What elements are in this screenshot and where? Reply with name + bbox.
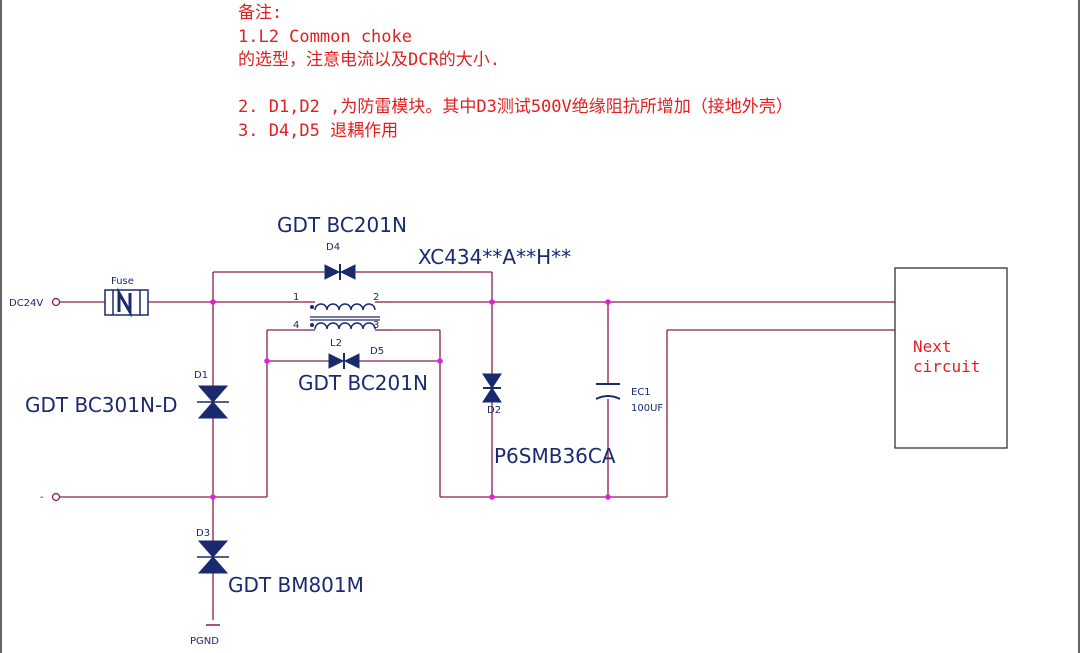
d4-part-label: GDT BC201N (277, 213, 407, 237)
wires (60, 271, 895, 620)
next-circuit-box (894, 267, 1008, 449)
d3-ref-label: D3 (196, 528, 210, 539)
model-label: XC434**A**H** (418, 245, 571, 269)
dc24v-terminal (51, 297, 61, 307)
d3-gdt-symbol (197, 540, 229, 574)
pgnd-label: PGND (190, 636, 219, 647)
note-line-1: 1.L2 Common choke (238, 27, 412, 47)
d5-part-label: GDT BC201N (298, 371, 428, 395)
note-line-4: 3. D4,D5 退耦作用 (238, 121, 398, 141)
d3-part-label: GDT BM801M (228, 573, 364, 597)
d5-gdt-symbol (328, 353, 360, 369)
d2-tvs-symbol (482, 373, 502, 403)
common-choke-l2 (305, 301, 390, 331)
l2-ref-label: L2 (330, 338, 342, 349)
notes-title: 备注: (238, 3, 282, 23)
note-line-2: 的选型，注意电流以及DCR的大小. (238, 50, 500, 70)
next-circuit-label-2: circuit (913, 357, 980, 376)
choke-pin-4: 4 (293, 320, 299, 331)
next-circuit-label-1: Next (913, 337, 952, 356)
d2-part-label: P6SMB36CA (494, 444, 616, 468)
dc24v-label: DC24V (9, 298, 43, 309)
minus-terminal (51, 492, 61, 502)
d4-ref-label: D4 (326, 242, 340, 253)
note-line-3: 2. D1,D2 ,为防雷模块。其中D3测试500V绝缘阻抗所增加（接地外壳） (238, 97, 793, 117)
d2-ref-label: D2 (487, 405, 501, 416)
ec1-ref-label: EC1 (631, 387, 651, 398)
junction-nodes (210, 299, 611, 500)
choke-pin-3: 3 (373, 320, 379, 331)
ec1-value-label: 100UF (631, 403, 663, 414)
d1-part-label: GDT BC301N-D (25, 393, 178, 417)
d5-ref-label: D5 (370, 346, 384, 357)
d1-ref-label: D1 (194, 370, 208, 381)
fuse-symbol (104, 287, 149, 318)
choke-pin-1: 1 (293, 292, 299, 303)
fuse-ref-label: Fuse (111, 276, 134, 287)
choke-pin-2: 2 (373, 292, 379, 303)
d4-gdt-symbol (324, 264, 356, 280)
d1-gdt-symbol (197, 385, 229, 419)
ec1-capacitor-symbol (595, 383, 621, 400)
minus-label: - (40, 492, 44, 503)
